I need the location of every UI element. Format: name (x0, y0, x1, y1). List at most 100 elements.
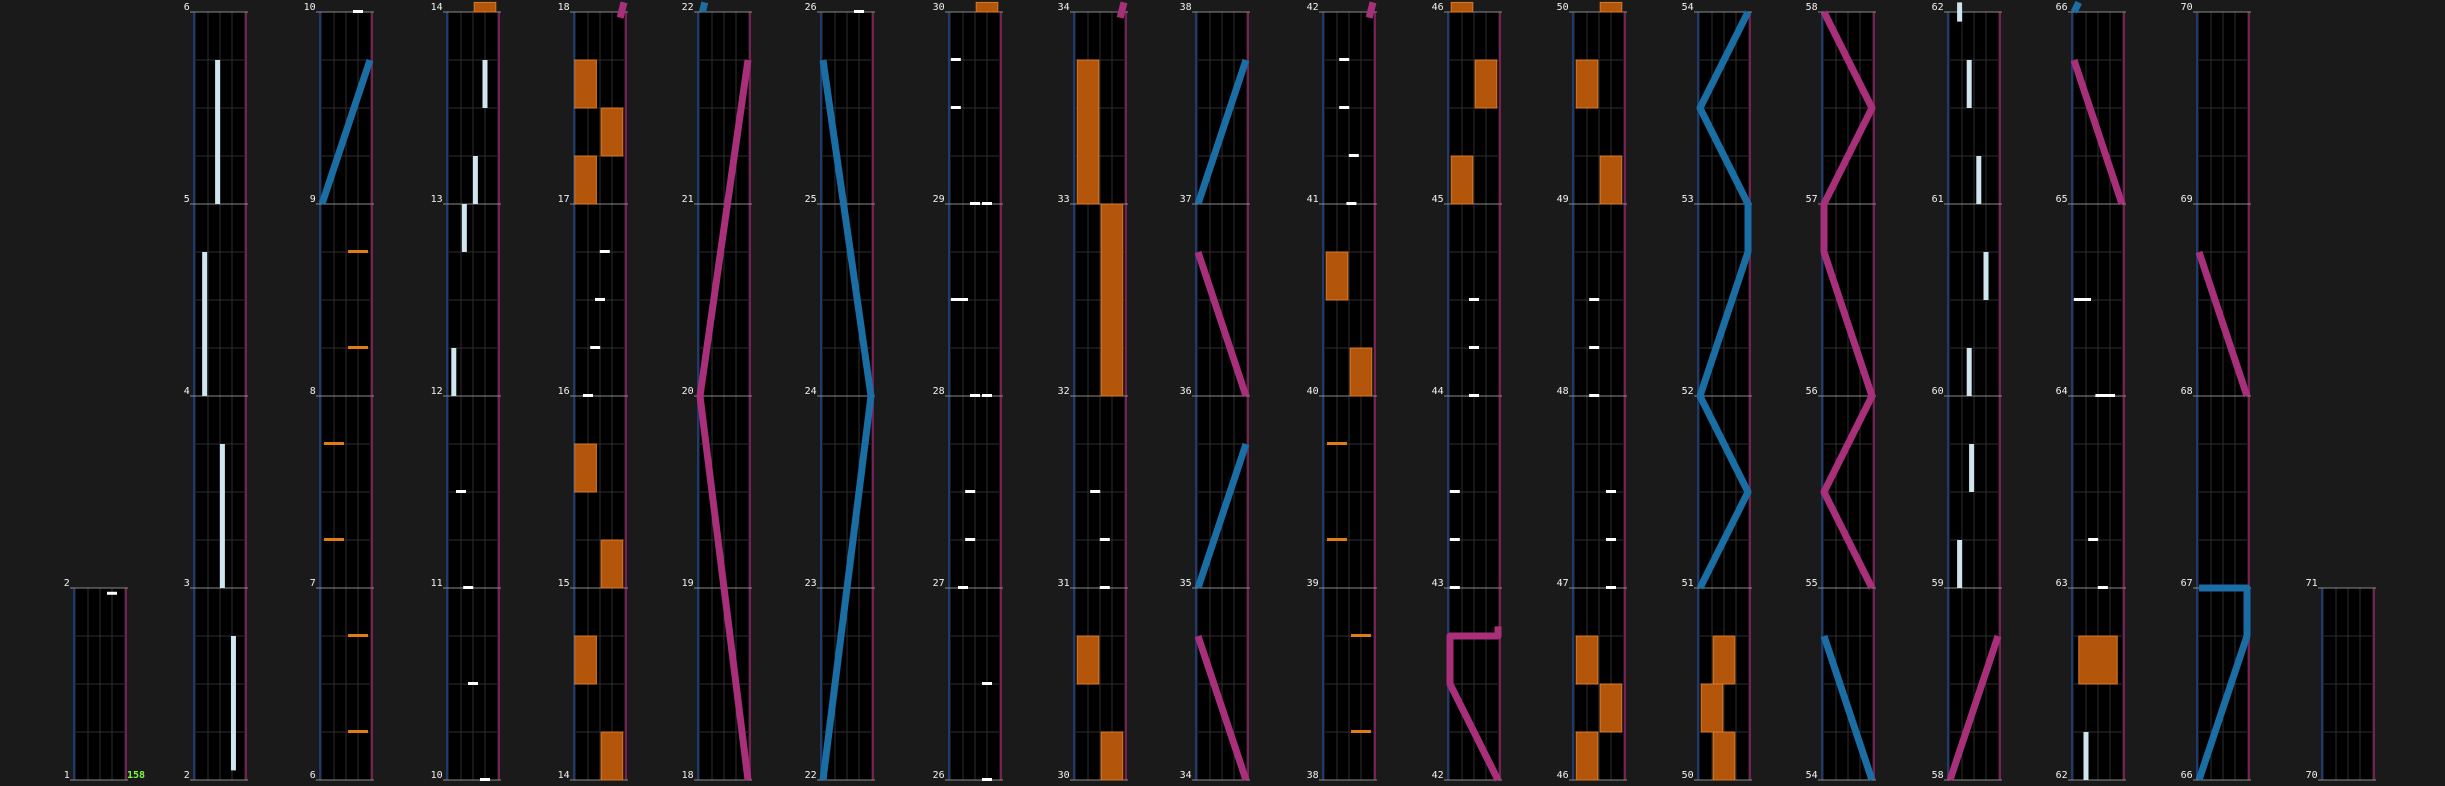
measure-number-label: 48 (1556, 386, 1569, 397)
short-note (456, 490, 466, 493)
measure-number-label: 17 (557, 194, 570, 205)
measure-number-label: 49 (1556, 194, 1569, 205)
short-note (1606, 586, 1616, 589)
short-note (970, 202, 980, 205)
hold-note (574, 443, 597, 493)
hold-note (600, 107, 624, 157)
measure-number-label: 61 (1931, 194, 1944, 205)
short-note (1589, 346, 1600, 349)
short-note (2088, 538, 2099, 541)
measure-number-label: 70 (2180, 2, 2193, 13)
slide-blue (699, 1, 709, 13)
measure-number-label: 5 (183, 194, 190, 205)
tap-note (1957, 2, 1963, 22)
measure-number-label: 34 (1057, 2, 1070, 13)
tap-note (202, 252, 208, 396)
hold-note (1474, 59, 1498, 109)
measure-number-label: 22 (681, 2, 694, 13)
short-note (854, 10, 864, 13)
hold-note (1599, 1, 1623, 13)
measure-number-label: 45 (1431, 194, 1444, 205)
measure-number-label: 10 (430, 770, 443, 781)
short-note (1351, 730, 1371, 733)
tap-note (219, 444, 225, 588)
hold-note (1575, 731, 1599, 781)
short-note (965, 490, 976, 493)
short-note (348, 346, 368, 349)
short-note (1589, 394, 1600, 397)
measure-number-label: 18 (681, 770, 694, 781)
short-note (348, 730, 368, 733)
short-note (1339, 106, 1350, 109)
measure-number-label: 21 (681, 194, 694, 205)
slide-pink (696, 59, 752, 781)
measure-number-label: 37 (1179, 194, 1192, 205)
measure-number-label: 70 (2305, 770, 2318, 781)
slide-pink (1946, 634, 2002, 782)
measure-number-label: 6 (183, 2, 190, 13)
measure-number-label: 71 (2305, 578, 2318, 589)
hold-note (473, 1, 497, 13)
measure-number-label: 7 (309, 578, 316, 589)
measure-number-label: 64 (2055, 386, 2068, 397)
combo-count-label: 158 (127, 770, 146, 781)
measure-number-label: 46 (1556, 770, 1569, 781)
slide-pink (2070, 58, 2126, 206)
short-note (107, 591, 117, 595)
short-note (958, 586, 968, 589)
measure-number-label: 54 (1681, 2, 1694, 13)
measure-number-label: 26 (932, 770, 945, 781)
measure-number-label: 10 (303, 2, 316, 13)
measure-number-label: 18 (557, 2, 570, 13)
hold-note (1450, 155, 1474, 205)
measure-number-label: 28 (932, 386, 945, 397)
short-note (1606, 490, 1616, 493)
measure-number-label: 42 (1431, 770, 1444, 781)
tap-note (451, 348, 457, 396)
hold-note (2078, 635, 2118, 685)
short-note (353, 10, 363, 13)
short-note (1449, 490, 1460, 493)
measure-number-label: 57 (1805, 194, 1818, 205)
short-note (1589, 298, 1600, 301)
short-note (965, 538, 976, 541)
hold-note (1712, 635, 1736, 685)
short-note (324, 442, 344, 445)
slide-pink (1446, 626, 1502, 782)
measure-number-label: 38 (1179, 2, 1192, 13)
measure-number-label: 14 (430, 2, 443, 13)
short-note (982, 394, 992, 397)
measure-number-label: 2 (63, 578, 70, 589)
measure-number-label: 50 (1556, 2, 1569, 13)
short-note (1090, 490, 1101, 493)
short-note (970, 394, 980, 397)
tap-note (1966, 60, 1972, 108)
measure-number-label: 20 (681, 386, 694, 397)
measure-number-label: 13 (430, 194, 443, 205)
short-note (1348, 154, 1359, 157)
measure-number-label: 51 (1681, 578, 1694, 589)
measure-number-label: 32 (1057, 386, 1070, 397)
measure-number-label: 19 (681, 578, 694, 589)
short-note (982, 778, 992, 781)
short-note (1099, 538, 1110, 541)
slide-pink (1194, 250, 1250, 398)
measure-number-label: 33 (1057, 194, 1070, 205)
measure-number-label: 14 (557, 770, 570, 781)
measure-number-label: 62 (1931, 2, 1944, 13)
short-note (1606, 538, 1616, 541)
short-note (1339, 58, 1350, 61)
slide-pink (1365, 1, 1377, 19)
measure-number-label: 46 (1431, 2, 1444, 13)
measure-number-label: 68 (2180, 386, 2193, 397)
short-note (2095, 394, 2106, 397)
measure-number-label: 40 (1306, 386, 1319, 397)
measure-number-label: 67 (2180, 578, 2193, 589)
slide-pink (1194, 634, 1250, 782)
short-note (2097, 586, 2108, 589)
short-note (1469, 346, 1479, 349)
measure-number-label: 30 (1057, 770, 1070, 781)
hold-note (600, 539, 624, 589)
slide-blue (1194, 442, 1250, 590)
